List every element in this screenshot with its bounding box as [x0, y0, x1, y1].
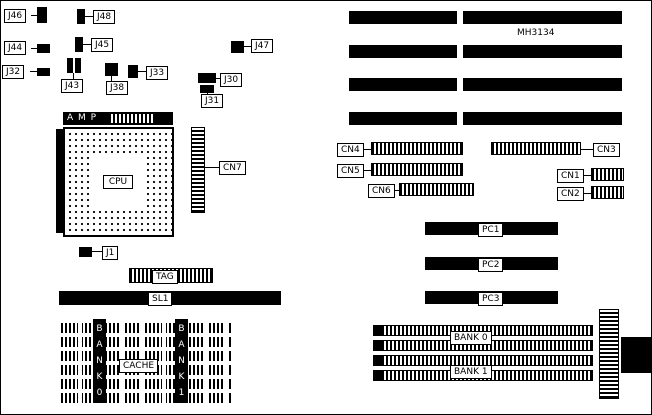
label-j32: J32 — [2, 65, 25, 79]
label-bank0: BANK 0 — [450, 331, 492, 345]
label-j43: J43 — [61, 79, 84, 93]
connector-j45 — [75, 37, 83, 52]
label-pc3: PC3 — [478, 292, 504, 306]
keyboard-port — [621, 337, 651, 373]
board-part-number: MH3134 — [517, 28, 555, 38]
pointer-line — [92, 251, 102, 252]
connector-j44 — [37, 44, 50, 53]
connector-cn4 — [371, 142, 463, 155]
label-j45: J45 — [91, 38, 114, 52]
connector-j33 — [128, 65, 138, 78]
connector-cn3 — [491, 142, 581, 155]
label-j1: J1 — [102, 246, 119, 260]
connector-j43 — [67, 58, 73, 73]
label-j46: J46 — [4, 9, 27, 23]
label-cn7: CN7 — [219, 161, 246, 175]
pointer-line — [244, 46, 251, 47]
label-cn1: CN1 — [557, 169, 584, 183]
label-j33: J33 — [146, 66, 169, 80]
expansion-slot — [463, 78, 622, 91]
expansion-slot — [463, 45, 622, 58]
amp-label: A M P — [67, 113, 98, 123]
connector-j46 — [37, 7, 47, 23]
simm-slot-key — [373, 325, 383, 336]
connector-cn5 — [371, 163, 463, 176]
label-sl1: SL1 — [148, 292, 173, 306]
label-j48: J48 — [93, 10, 116, 24]
connector-j32 — [37, 68, 50, 76]
label-bank1: BANK 1 — [450, 365, 492, 379]
cpu-side-pin-strip — [56, 129, 63, 233]
expansion-slot — [463, 11, 622, 24]
pointer-line — [395, 190, 399, 191]
power-pin-header — [599, 309, 619, 399]
label-cn2: CN2 — [557, 187, 584, 201]
expansion-slot — [349, 112, 457, 125]
connector-cn1 — [591, 168, 624, 181]
pointer-line — [364, 149, 371, 150]
pointer-line — [31, 48, 37, 49]
pointer-line — [85, 16, 93, 17]
label-j38: J38 — [106, 81, 129, 95]
label-j31: J31 — [201, 94, 224, 108]
label-cn3: CN3 — [593, 143, 620, 157]
pointer-line — [31, 15, 37, 16]
connector-cn6 — [399, 183, 474, 196]
connector-j43 — [75, 58, 81, 73]
label-tag: TAG — [152, 270, 178, 284]
cache-bank0-strip: B A N K 0 — [93, 319, 106, 403]
pointer-line — [30, 71, 37, 72]
pointer-line — [73, 73, 74, 79]
expansion-slot — [349, 78, 457, 91]
simm-slot-key — [373, 370, 383, 381]
simm-slot-key — [373, 340, 383, 351]
connector-j30 — [198, 73, 216, 83]
pointer-line — [584, 193, 591, 194]
pointer-line — [205, 167, 219, 168]
pointer-line — [83, 44, 91, 45]
pointer-line — [364, 170, 371, 171]
amp-socket-pins — [109, 114, 153, 123]
cpu-label: CPU — [102, 175, 134, 189]
label-j44: J44 — [4, 41, 27, 55]
pointer-line — [584, 175, 591, 176]
label-pc2: PC2 — [478, 258, 504, 272]
label-pc1: PC1 — [478, 223, 504, 237]
expansion-slot — [349, 45, 457, 58]
connector-j1 — [79, 247, 92, 257]
pointer-line — [581, 149, 593, 150]
label-j30: J30 — [220, 73, 243, 87]
pointer-line — [111, 76, 112, 81]
label-cache: CACHE — [119, 359, 159, 373]
expansion-slot — [463, 112, 622, 125]
simm-slot-key — [373, 355, 383, 366]
label-cn6: CN6 — [368, 184, 395, 198]
connector-j38 — [105, 63, 118, 76]
expansion-slot — [349, 11, 457, 24]
connector-j31 — [200, 85, 214, 93]
connector-j47 — [231, 41, 244, 53]
cpu-socket-center: CPU — [90, 154, 146, 210]
label-j47: J47 — [251, 39, 274, 53]
cache-bank1-strip: B A N K 1 — [175, 319, 188, 403]
label-cn4: CN4 — [337, 143, 364, 157]
connector-cn2 — [591, 186, 624, 199]
label-cn5: CN5 — [337, 164, 364, 178]
pointer-line — [138, 71, 146, 72]
pointer-line — [216, 78, 220, 79]
connector-j48 — [77, 9, 85, 24]
connector-cn7 — [191, 127, 205, 213]
